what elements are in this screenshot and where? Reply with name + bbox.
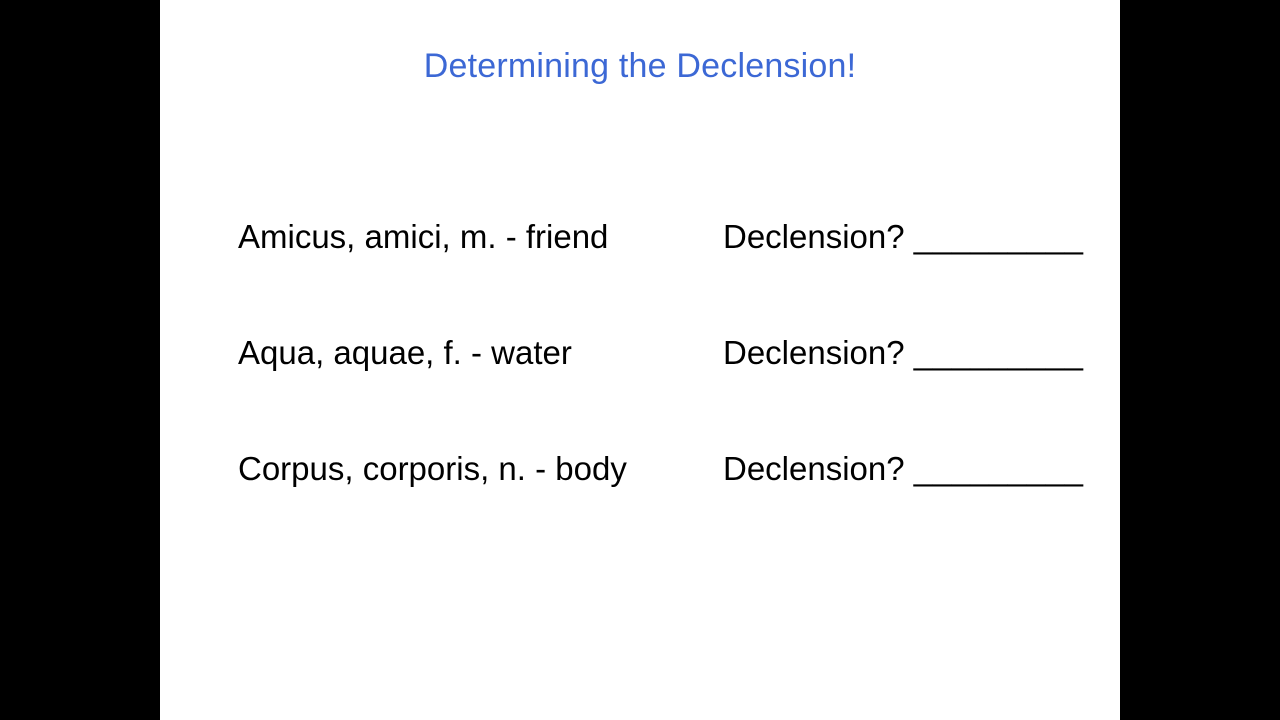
term-text: Aqua, aquae, f. - water <box>238 334 572 371</box>
answer-blank: _________ <box>913 334 1084 371</box>
term-text: Corpus, corporis, n. - body <box>238 450 627 487</box>
declension-prompt: Declension? _________ <box>723 334 1083 372</box>
declension-label: Declension? <box>723 218 905 255</box>
slide-canvas: Determining the Declension! Amicus, amic… <box>160 0 1120 720</box>
slide-title: Determining the Declension! <box>423 47 857 85</box>
declension-label: Declension? <box>723 450 905 487</box>
letterbox-right <box>1120 0 1280 720</box>
vocab-row: Aqua, aquae, f. - water Declension? ____… <box>160 334 1120 374</box>
declension-prompt: Declension? _________ <box>723 450 1083 488</box>
vocab-row: Corpus, corporis, n. - body Declension? … <box>160 450 1120 490</box>
letterbox-left <box>0 0 160 720</box>
term-text: Amicus, amici, m. - friend <box>238 218 609 255</box>
answer-blank: _________ <box>913 450 1084 487</box>
vocab-row: Amicus, amici, m. - friend Declension? _… <box>160 218 1120 258</box>
declension-prompt: Declension? _________ <box>723 218 1083 256</box>
declension-label: Declension? <box>723 334 905 371</box>
answer-blank: _________ <box>913 218 1084 255</box>
